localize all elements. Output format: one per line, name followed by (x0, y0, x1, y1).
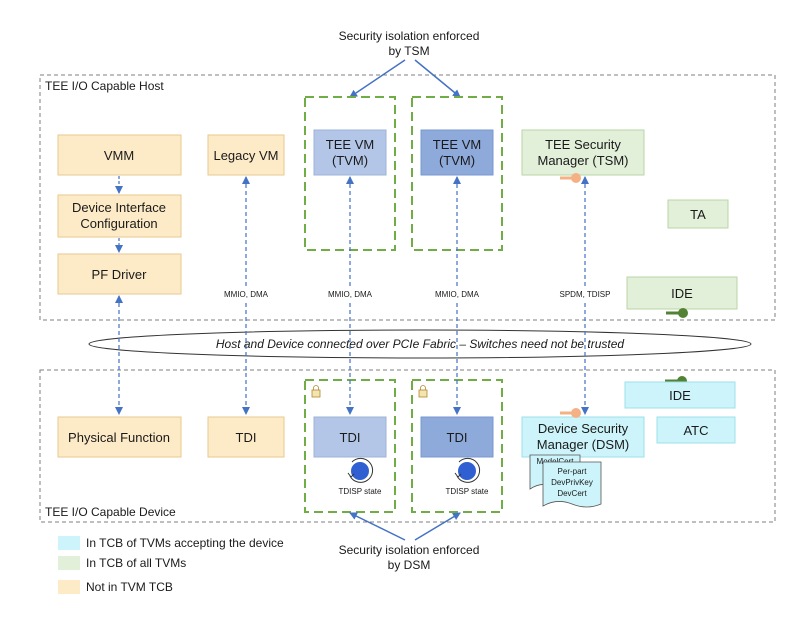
tsm-key-icon (560, 173, 581, 183)
tsm-line1: TEE Security (545, 137, 621, 152)
bottom-arrow-right (414, 512, 461, 541)
legend-swatch-not (58, 580, 80, 594)
tvm1-line2: (TVM) (332, 153, 368, 168)
tdi-legacy-label: TDI (236, 430, 257, 445)
tsm-line2: Manager (TSM) (537, 153, 628, 168)
device-interface-config-box: Device Interface Configuration (57, 194, 182, 238)
tdisp-state-label-1: TDISP state (339, 487, 383, 496)
tvm2-line1: TEE VM (433, 137, 481, 152)
tdi2-lock-icon (418, 385, 428, 398)
host-ide-label: IDE (671, 286, 693, 301)
dsm-key-icon (560, 408, 581, 418)
modelcert-label: ModelCert (537, 457, 575, 466)
tdi1-box: TDI (313, 416, 387, 458)
perpart-line3: DevCert (557, 489, 587, 498)
mmio-dma-label-1: MMIO, DMA (224, 290, 269, 299)
device-ide-box: IDE (624, 381, 736, 409)
host-container (39, 74, 776, 321)
dsm-line1: Device Security (538, 421, 629, 436)
tdi2-box: TDI (420, 416, 494, 458)
tdisp-state-icon-2 (454, 457, 481, 483)
host-ide-key-icon (666, 308, 688, 318)
perpart-line2: DevPrivKey (551, 478, 593, 487)
physical-function-box: Physical Function (57, 416, 182, 458)
legend-swatch-accepting (58, 536, 80, 550)
device-interface-config-line1: Device Interface (72, 200, 166, 215)
perpart-document: Per-part DevPrivKey DevCert (542, 461, 602, 508)
tvm1-box: TEE VM (TVM) (313, 129, 387, 176)
atc-label: ATC (683, 423, 708, 438)
legend-item-all: In TCB of all TVMs (86, 556, 186, 570)
device-container (39, 369, 776, 523)
tvm1-line1: TEE VM (326, 137, 374, 152)
legend-item-accepting: In TCB of TVMs accepting the device (86, 536, 284, 550)
host-ide-box: IDE (626, 276, 738, 310)
legacy-vm-label: Legacy VM (213, 148, 278, 163)
tdisp-state-label-2: TDISP state (446, 487, 490, 496)
bottom-annotation-line2: by DSM (388, 558, 431, 572)
mmio-dma-label-2: MMIO, DMA (328, 290, 373, 299)
device-interface-config-line2: Configuration (80, 216, 157, 231)
top-arrow-right (414, 59, 461, 98)
ta-box: TA (667, 199, 729, 229)
tdi-legacy-box: TDI (207, 416, 285, 458)
tdi1-lock-icon (311, 385, 321, 398)
dsm-box: Device Security Manager (DSM) (521, 416, 645, 458)
device-ide-label: IDE (669, 388, 691, 403)
pf-driver-label: PF Driver (92, 267, 148, 282)
perpart-line1: Per-part (558, 467, 588, 476)
bottom-arrow-left (349, 512, 406, 541)
ta-label: TA (690, 207, 706, 222)
legend-item-not: Not in TVM TCB (86, 580, 173, 594)
top-arrow-left (349, 59, 406, 98)
vmm-box: VMM (57, 134, 182, 176)
pcie-fabric-label: Host and Device connected over PCIe Fabr… (216, 337, 625, 351)
top-annotation-line1: Security isolation enforced (339, 29, 480, 43)
pf-driver-box: PF Driver (57, 253, 182, 295)
host-label: TEE I/O Capable Host (45, 79, 164, 93)
spdm-tdisp-label: SPDM, TDISP (560, 290, 611, 299)
tdisp-state-icon-1 (347, 457, 374, 483)
atc-box: ATC (656, 416, 736, 444)
device-label: TEE I/O Capable Device (45, 505, 176, 519)
legend: In TCB of TVMs accepting the device In T… (58, 536, 284, 594)
dsm-line2: Manager (DSM) (537, 437, 629, 452)
tsm-box: TEE Security Manager (TSM) (521, 129, 645, 176)
vmm-label: VMM (104, 148, 134, 163)
mmio-dma-label-3: MMIO, DMA (435, 290, 480, 299)
tdi1-label: TDI (340, 430, 361, 445)
physical-function-label: Physical Function (68, 430, 170, 445)
top-annotation-line2: by TSM (388, 44, 429, 58)
legend-swatch-all (58, 556, 80, 570)
tvm2-box: TEE VM (TVM) (420, 129, 494, 176)
tdi2-label: TDI (447, 430, 468, 445)
legacy-vm-box: Legacy VM (207, 134, 285, 176)
tvm2-line2: (TVM) (439, 153, 475, 168)
bottom-annotation-line1: Security isolation enforced (339, 543, 480, 557)
